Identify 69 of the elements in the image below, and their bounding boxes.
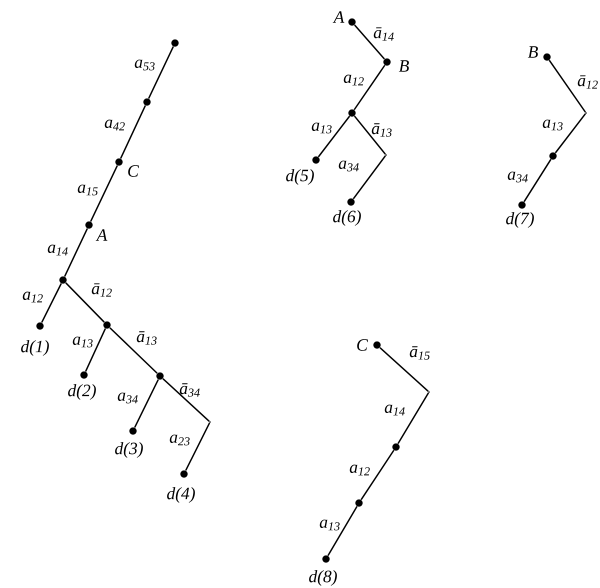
node-label: B (528, 46, 538, 58)
branch-line (162, 378, 210, 422)
branch-line (327, 506, 358, 556)
node-label: A (332, 11, 344, 23)
branch-line (109, 327, 158, 374)
edge-label: a$_{14}$ (384, 404, 405, 416)
branch-line (120, 105, 146, 159)
branch-line (354, 116, 386, 155)
node-label: A (96, 229, 108, 241)
node-label: B (398, 60, 409, 72)
edge-label: ā$_{14}$ (374, 27, 394, 41)
branch-line (84, 328, 106, 372)
edge-label: ā$_{12}$ (578, 75, 598, 89)
edge-label: a$_{34}$ (118, 392, 138, 404)
dot (355, 499, 363, 507)
node-label: d(6) (333, 210, 361, 226)
branch-line (548, 60, 586, 113)
edge-label: a$_{14}$ (48, 244, 68, 256)
edge-label: a$_{13}$ (72, 336, 93, 348)
edge-label: a$_{34}$ (508, 172, 528, 182)
dot (549, 152, 557, 160)
dot (59, 276, 67, 284)
edge-label: a$_{15}$ (78, 184, 98, 196)
node-label: C (128, 165, 139, 177)
dot (392, 443, 400, 451)
node-label: d(5) (286, 169, 314, 185)
edge-label: ā$_{34}$ (180, 383, 200, 397)
node-label: d(7) (506, 212, 534, 228)
edge-label: a$_{23}$ (170, 434, 190, 446)
node-label: d(1) (21, 340, 49, 356)
edge-label: a$_{13}$ (320, 520, 340, 530)
branch-line (397, 392, 430, 444)
edge-label: a$_{53}$ (134, 60, 155, 70)
branch-line (360, 450, 394, 500)
edge-label: a$_{42}$ (104, 120, 125, 130)
edge-label: ā$_{13}$ (136, 331, 157, 345)
branch-line (318, 116, 350, 158)
dot (171, 39, 179, 47)
edge-label: ā$_{15}$ (410, 346, 430, 360)
node-label: C (357, 339, 368, 351)
edge-label: a$_{12}$ (350, 464, 370, 476)
edge-label: a$_{12}$ (22, 292, 43, 302)
dot (143, 98, 151, 106)
branch-line (554, 113, 586, 154)
edge-label: ā$_{12}$ (92, 283, 112, 297)
branch-line (352, 155, 386, 200)
branch-line (354, 64, 386, 110)
node-label: d(3) (115, 442, 143, 458)
edge-label: a$_{34}$ (338, 160, 359, 172)
dot (348, 109, 356, 117)
branch-line (148, 46, 174, 99)
branch-line (185, 422, 210, 471)
dot (103, 321, 111, 329)
branch-line (65, 282, 105, 323)
branch-line (134, 379, 159, 428)
branch-line (41, 283, 62, 323)
edge-label: a$_{13}$ (312, 122, 332, 134)
dot (156, 372, 164, 380)
edge-label: a$_{13}$ (542, 120, 563, 130)
branch-line (64, 228, 88, 277)
branch-line (523, 158, 552, 202)
node-label: d(8) (309, 570, 337, 586)
edge-label: ā$_{13}$ (372, 123, 392, 137)
edge-label: a$_{12}$ (344, 74, 364, 86)
node-label: d(2) (68, 384, 96, 400)
branch-line (354, 24, 385, 60)
node-label: d(4) (167, 487, 195, 503)
branch-line (90, 165, 118, 222)
branch-line (379, 347, 429, 392)
